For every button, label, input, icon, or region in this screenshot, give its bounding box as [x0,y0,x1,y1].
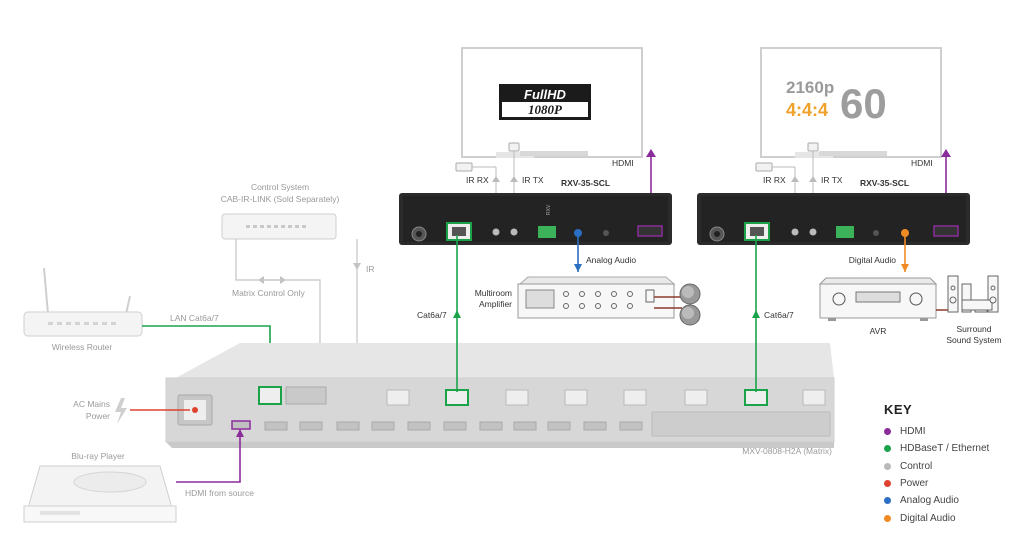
hdmi-from-source-label: HDMI from source [185,488,254,498]
legend-item-digital-audio: Digital Audio [884,509,1014,526]
legend-label: Digital Audio [900,512,956,524]
legend-dot-analog-audio [884,497,891,505]
bluray-label: Blu-ray Player [71,451,125,461]
avr [818,277,952,321]
multiroom-label: Multiroom [475,288,512,298]
legend-item-hdmi: HDMI [884,423,1014,440]
lightning-icon [115,398,127,424]
analog-audio-label: Analog Audio [586,255,636,265]
rx2-ir-rx-label: IR RX [763,175,786,185]
rx1-ir-rx-label: IR RX [466,175,489,185]
tv2-chroma-text: 4:4:4 [786,100,828,120]
rx2-model-label: RXV-35-SCL [860,178,909,188]
tv-2: 2160p 4:4:4 60 [760,47,942,158]
matrix-control-only-label: Matrix Control Only [232,288,305,298]
multiroom-amplifier [517,276,701,326]
cat6a-2-label: Cat6a/7 [764,310,794,320]
bluray-player [23,465,177,523]
legend-label: Power [900,478,929,490]
ir-label: IR [366,264,375,274]
rx2-hdmi-label: HDMI [911,158,933,168]
legend-dot-control [884,462,891,470]
legend-label: HDMI [900,426,926,438]
legend-item-hdbaset: HDBaseT / Ethernet [884,440,1014,457]
tv2-rate-text: 60 [840,80,887,127]
legend-title: KEY [884,402,913,417]
avr-label: AVR [870,326,887,336]
matrix-switch [165,343,835,448]
legend: KEY HDMI HDBaseT / Ethernet Control Powe… [884,402,1014,527]
legend-item-control: Control [884,458,1014,475]
rx1-model-label: RXV-35-SCL [561,178,610,188]
amplifier-label: Amplifier [479,299,512,309]
receiver-2 [697,193,970,245]
legend-dot-hdmi [884,428,891,436]
rx1-hdmi-label: HDMI [612,158,634,168]
svg-text:RXV: RXV [546,204,552,215]
power-label: Power [86,411,110,421]
legend-dot-digital-audio [884,514,891,522]
legend-dot-power [884,480,891,488]
ac-mains-label: AC Mains [73,399,110,409]
tv2-res-text: 2160p [786,78,834,97]
legend-label: Analog Audio [900,495,959,507]
receiver-1: RXV [399,193,672,245]
tv-1: FullHD 1080P [461,47,643,158]
fullhd-text: FullHD [524,87,566,102]
surround-label-2: Sound System [946,335,1001,345]
legend-label: HDBaseT / Ethernet [900,443,990,455]
rx2-ir-tx-label: IR TX [821,175,843,185]
cab-ir-link-label: CAB-IR-LINK (Sold Separately) [221,194,340,204]
legend-item-power: Power [884,475,1014,492]
legend-item-analog-audio: Analog Audio [884,492,1014,509]
surround-label-1: Surround [957,324,992,334]
wireless-router [23,267,143,337]
surround-sound-system [947,275,999,313]
rx1-ir-tx-label: IR TX [522,175,544,185]
digital-audio-label: Digital Audio [849,255,897,265]
wireless-router-label: Wireless Router [52,342,113,352]
legend-dot-hdbaset [884,445,891,453]
control-system-label: Control System [251,182,309,192]
1080p-text: 1080P [528,102,563,117]
legend-label: Control [900,460,933,472]
fullhd-logo: FullHD 1080P [499,84,591,120]
matrix-model-label: MXV-0808-H2A (Matrix) [742,446,832,456]
lan-label: LAN Cat6a/7 [170,313,219,323]
control-system [221,213,337,240]
cat6a-1-label: Cat6a/7 [417,310,447,320]
